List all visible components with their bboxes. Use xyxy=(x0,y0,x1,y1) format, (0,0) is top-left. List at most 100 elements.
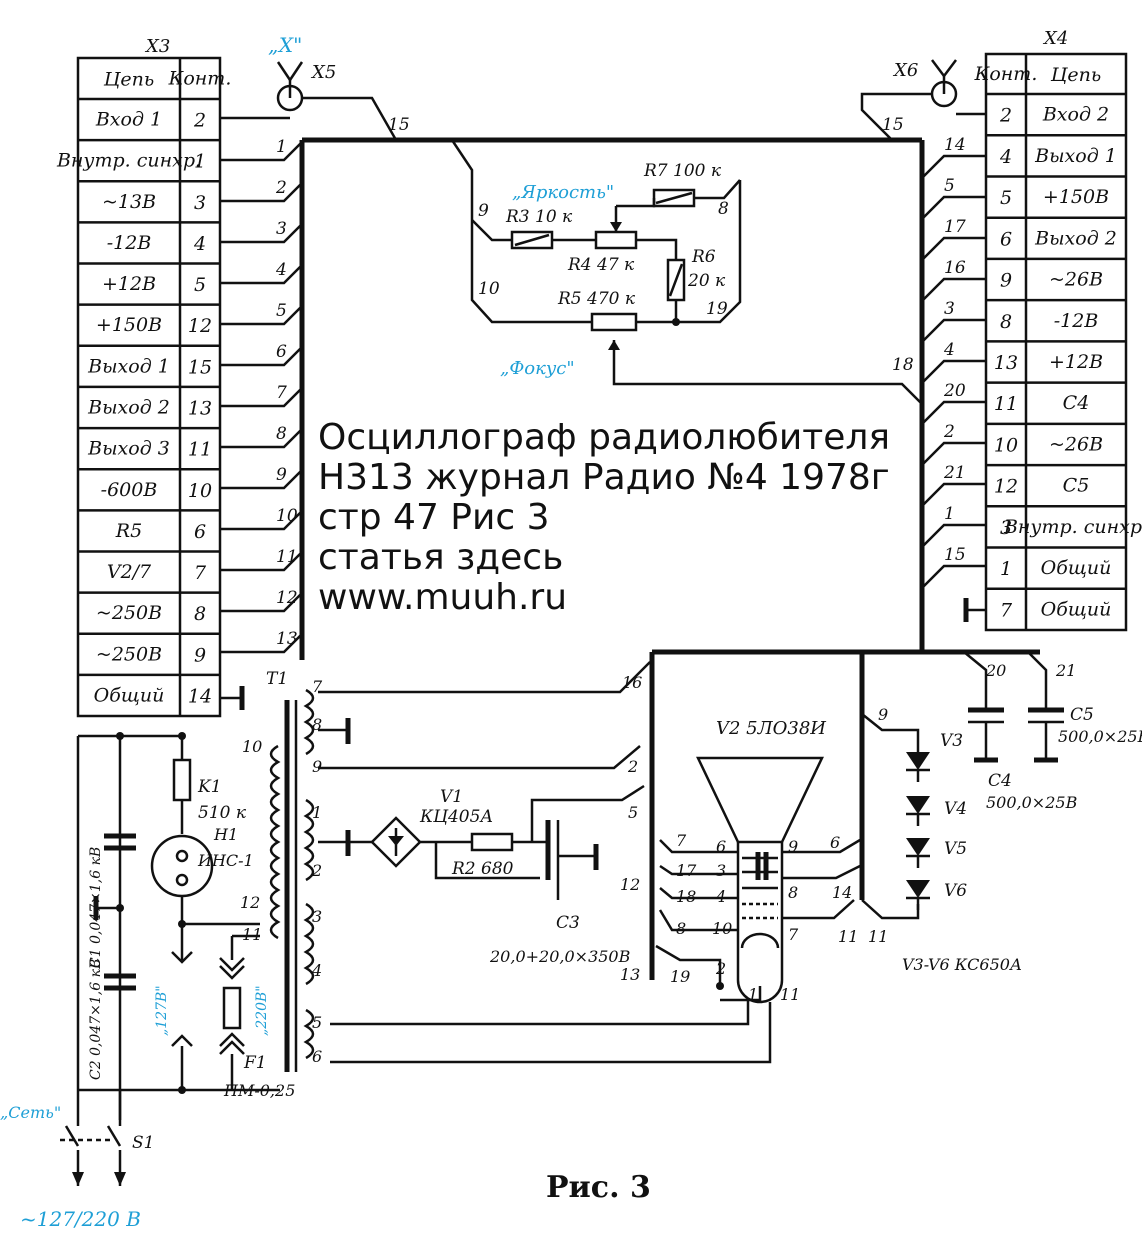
x6-label: X6 xyxy=(892,60,918,81)
x4-row-contact: 4 xyxy=(999,146,1012,168)
x3-row-contact: 10 xyxy=(188,480,212,502)
crt-pin-12: 12 xyxy=(620,875,640,894)
x3-row-contact: 3 xyxy=(194,192,206,214)
x4-wire-number: 14 xyxy=(944,135,966,155)
x3-wire-number: 7 xyxy=(276,383,287,403)
x3-row-circuit: Выход 1 xyxy=(87,355,170,377)
crt-v2: V2 5ЛО38И 7 6 17 3 18 4 8 10 2 1 11 9 8 … xyxy=(330,718,888,1064)
x4-header-contact: Конт. xyxy=(974,63,1038,85)
x4-row-contact: 1 xyxy=(1000,558,1012,580)
k1-label: K1 xyxy=(197,777,222,797)
x4-row-circuit: ~26В xyxy=(1049,269,1103,291)
c5-label: C5 xyxy=(1070,705,1094,725)
220v-label: „220В" xyxy=(254,985,270,1036)
crt-pin-5: 5 xyxy=(628,803,638,822)
rectifier-v1: V1 КЦ405А R2 680 C3 20,0+20,0×350В 2 5 1… xyxy=(318,673,690,986)
x3-wire-number: 10 xyxy=(276,506,298,526)
x4-wire-number: 5 xyxy=(944,176,955,196)
x3-row-circuit: +12В xyxy=(102,273,156,295)
winding-2: 2 xyxy=(311,861,322,880)
x3-wire-number: 11 xyxy=(276,547,298,567)
x3-row-circuit: Выход 3 xyxy=(87,438,170,460)
x4-row-circuit: С4 xyxy=(1063,392,1090,414)
x3-row-contact: 11 xyxy=(188,439,212,461)
x4-wire-number: 15 xyxy=(944,545,966,565)
x3-row-circuit: ~250В xyxy=(96,602,162,624)
x4-row-contact: 3 xyxy=(1000,517,1012,539)
crt-lead-2: 2 xyxy=(715,959,726,978)
winding-9: 9 xyxy=(312,757,322,776)
crt-lead-3: 3 xyxy=(716,861,726,880)
x3-row-contact: 7 xyxy=(194,562,207,584)
brightness-focus-network: „Яркость" „Фокус" R7 100 к R3 10 к R4 47… xyxy=(450,139,923,405)
crt-lead-11: 11 xyxy=(780,985,800,1004)
x3-row-circuit: V2/7 xyxy=(107,561,152,583)
figure-caption: Рис. 3 xyxy=(546,1170,651,1205)
node-11b: 11 xyxy=(868,927,888,946)
x4-row-contact: 12 xyxy=(994,476,1018,498)
crt-lead-8r: 8 xyxy=(788,883,798,902)
x4-row-contact: 2 xyxy=(999,105,1012,127)
connector-x5: X5 „X" 15 xyxy=(220,33,410,141)
node-11a: 11 xyxy=(838,927,858,946)
connector-x6: X6 15 xyxy=(860,59,986,141)
127v-label: „127В" xyxy=(154,985,170,1036)
x4-wire-number: 20 xyxy=(943,381,966,401)
winding-5: 5 xyxy=(312,1013,322,1032)
mains-section: K1 510 к H1 ИНС-1 C1 0,047×1,6 кВ C2 0,0… xyxy=(0,732,295,1231)
x3-wire-number: 13 xyxy=(276,629,298,649)
x3-row-contact: 12 xyxy=(188,315,212,337)
x3-row-circuit: ~13В xyxy=(102,191,156,213)
mains-voltage-label: ~127/220 В xyxy=(20,1207,141,1231)
x4-row-contact: 11 xyxy=(994,393,1018,415)
c2-label: C2 0,047×1,6 кВ xyxy=(88,959,104,1080)
r3-label: R3 10 к xyxy=(505,207,573,227)
article-note: Осциллограф радиолюбителя Н313 журнал Ра… xyxy=(318,418,890,618)
x3-row-contact: 13 xyxy=(188,398,212,420)
x4-wire-number: 21 xyxy=(943,463,966,483)
x4-row-circuit: Вход 2 xyxy=(1042,104,1109,126)
crt-lead-18: 18 xyxy=(676,887,696,906)
x3-wire-number: 1 xyxy=(276,137,287,157)
x3-row-contact: 6 xyxy=(194,521,206,543)
k1-value: 510 к xyxy=(198,803,247,823)
crt-lead-1: 1 xyxy=(748,985,758,1004)
x3-row-circuit: ~250В xyxy=(96,643,162,665)
winding-7: 7 xyxy=(312,677,323,696)
x3-wire-number: 4 xyxy=(275,260,287,280)
v4-label: V4 xyxy=(944,799,967,819)
power-label: „Сеть" xyxy=(0,1103,61,1122)
x3-wire-number: 8 xyxy=(276,424,287,444)
crt-lead-17: 17 xyxy=(676,861,697,880)
node-6: 6 xyxy=(830,833,840,852)
h1-label: H1 xyxy=(213,825,238,844)
x4-row-circuit: Общий xyxy=(1041,557,1112,579)
crt-pin-19: 19 xyxy=(670,967,690,986)
v1-type: КЦ405А xyxy=(419,807,493,827)
crt-lead-6: 6 xyxy=(716,837,726,856)
r6-label: R6 xyxy=(691,247,716,267)
node-9: 9 xyxy=(478,201,489,221)
x4-row-contact: 6 xyxy=(1000,228,1012,250)
x3-row-circuit: +150В xyxy=(96,314,162,336)
winding-3: 3 xyxy=(312,907,322,926)
x4-wire-number: 17 xyxy=(944,217,966,237)
x4-row-circuit: ~26В xyxy=(1049,433,1103,455)
x3-row-contact: 5 xyxy=(194,274,206,296)
x4-wire-number: 3 xyxy=(944,299,955,319)
f1-label: F1 xyxy=(243,1053,267,1073)
x4-row-circuit: Общий xyxy=(1041,598,1112,620)
winding-1: 1 xyxy=(312,803,322,822)
node-19: 19 xyxy=(706,299,728,319)
x3-header-contact: Конт. xyxy=(168,68,232,90)
x3-header-circuit: Цепь xyxy=(103,69,154,91)
c4-label: C4 xyxy=(988,771,1012,791)
x4-row-contact: 7 xyxy=(1000,599,1013,621)
t1-label: T1 xyxy=(266,669,288,689)
x3-row-contact: 8 xyxy=(194,603,206,625)
v2-label: V2 5ЛО38И xyxy=(716,718,826,739)
